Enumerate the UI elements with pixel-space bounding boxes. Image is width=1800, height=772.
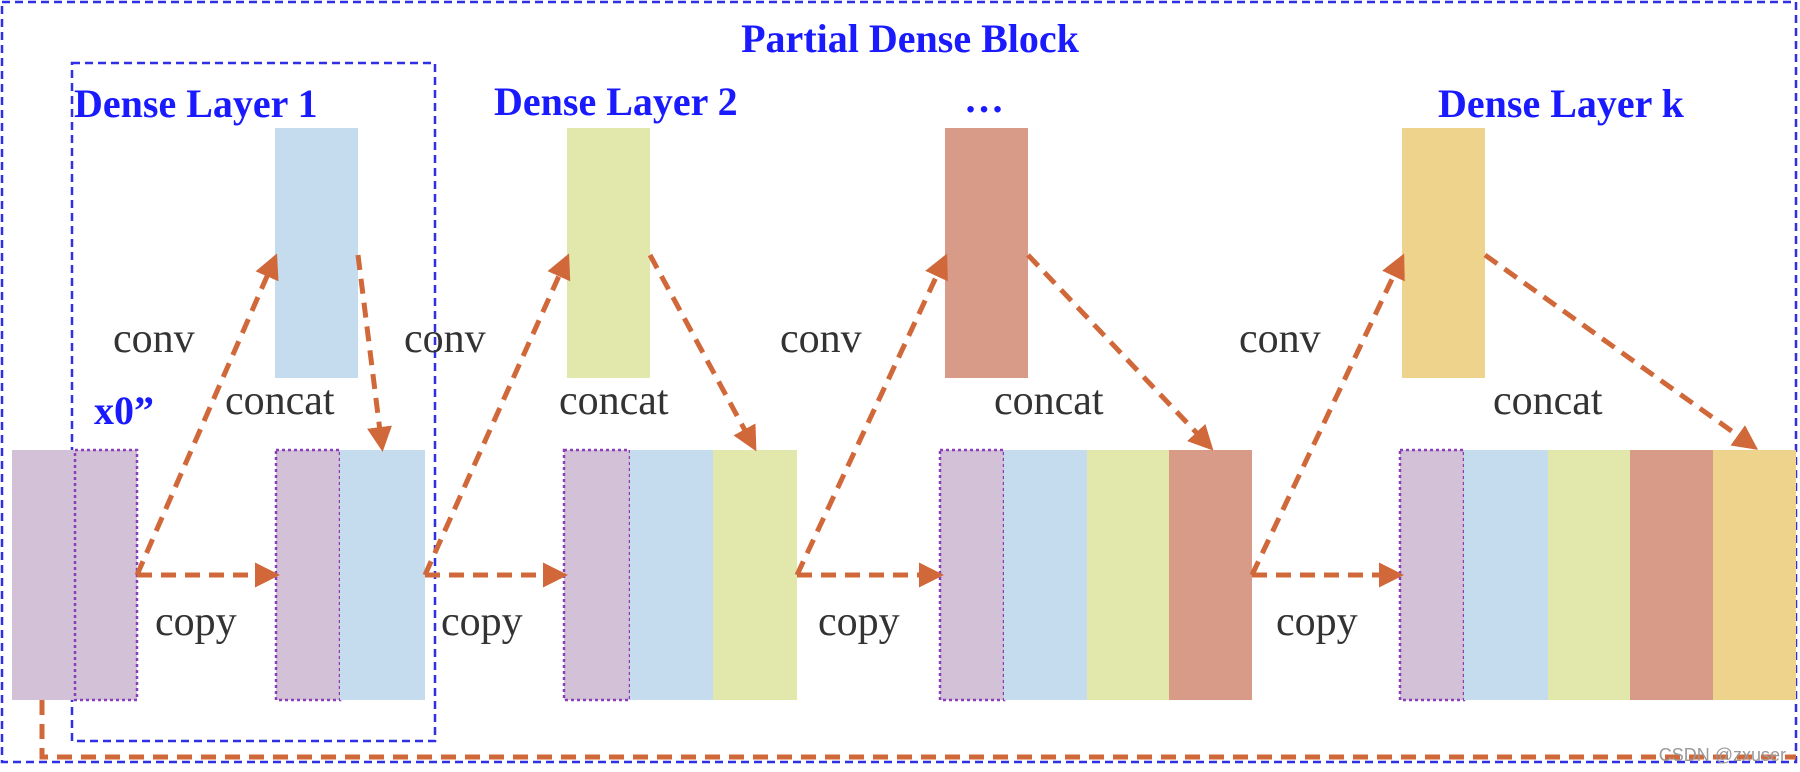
partial-bypass-arrow bbox=[39, 700, 1796, 760]
layer-2-output-block bbox=[567, 128, 650, 378]
dense-layer-ellipsis-title: … bbox=[964, 76, 1004, 121]
stack-3-layer2 bbox=[1087, 450, 1169, 700]
conv-arrow-1 bbox=[134, 253, 279, 576]
copy-label-k: copy bbox=[1276, 599, 1358, 645]
dense-layer-1-frame bbox=[70, 61, 437, 743]
stack-k-layer1 bbox=[1464, 450, 1548, 700]
concat-arrow-1 bbox=[355, 254, 392, 452]
concat-label-1: concat bbox=[225, 378, 335, 424]
dense-layer-2-title: Dense Layer 2 bbox=[494, 79, 738, 124]
layer-3-output-block bbox=[945, 128, 1028, 378]
conv-label-2: conv bbox=[404, 316, 486, 362]
stack-2-layer2 bbox=[713, 450, 797, 700]
copy-label-1: copy bbox=[155, 599, 237, 645]
stack-3-layer3 bbox=[1169, 450, 1252, 700]
stack-2-layer1 bbox=[630, 450, 713, 700]
stack-k-part2 bbox=[1398, 448, 1466, 702]
concat-arrow-k bbox=[1483, 252, 1759, 450]
dense-layer-k-title: Dense Layer k bbox=[1438, 81, 1685, 126]
stack-k-layer3 bbox=[1630, 450, 1713, 700]
conv-arrow-2 bbox=[422, 253, 571, 577]
concat-arrow-3 bbox=[1026, 253, 1214, 451]
stack-2-part2 bbox=[562, 448, 632, 702]
copy-label-2: copy bbox=[441, 599, 523, 645]
stack-3-layer1 bbox=[1004, 450, 1087, 700]
concat-label-k: concat bbox=[1493, 378, 1603, 424]
input-label: x0” bbox=[94, 388, 154, 433]
stack-3-part2 bbox=[938, 448, 1006, 702]
conv-arrow-k bbox=[1249, 253, 1405, 577]
concat-label-3: concat bbox=[994, 378, 1104, 424]
conv-label-k: conv bbox=[1239, 316, 1321, 362]
dense-layer-1-title: Dense Layer 1 bbox=[74, 81, 318, 126]
stack-1-layer1 bbox=[340, 450, 425, 700]
layer-1-output-block bbox=[275, 128, 358, 378]
stack-1-part2 bbox=[274, 448, 342, 702]
stack-k-layer2 bbox=[1548, 450, 1630, 700]
concat-arrow-2 bbox=[647, 253, 757, 452]
watermark: CSDN @zxuser bbox=[1659, 745, 1786, 765]
conv-label-3: conv bbox=[780, 316, 862, 362]
copy-label-3: copy bbox=[818, 599, 900, 645]
conv-label-1: conv bbox=[113, 316, 195, 362]
layer-k-output-block bbox=[1402, 128, 1485, 378]
stack-k-layerk bbox=[1713, 450, 1796, 700]
concat-label-2: concat bbox=[559, 378, 669, 424]
conv-arrow-3 bbox=[794, 253, 948, 577]
block-title: Partial Dense Block bbox=[741, 16, 1079, 61]
